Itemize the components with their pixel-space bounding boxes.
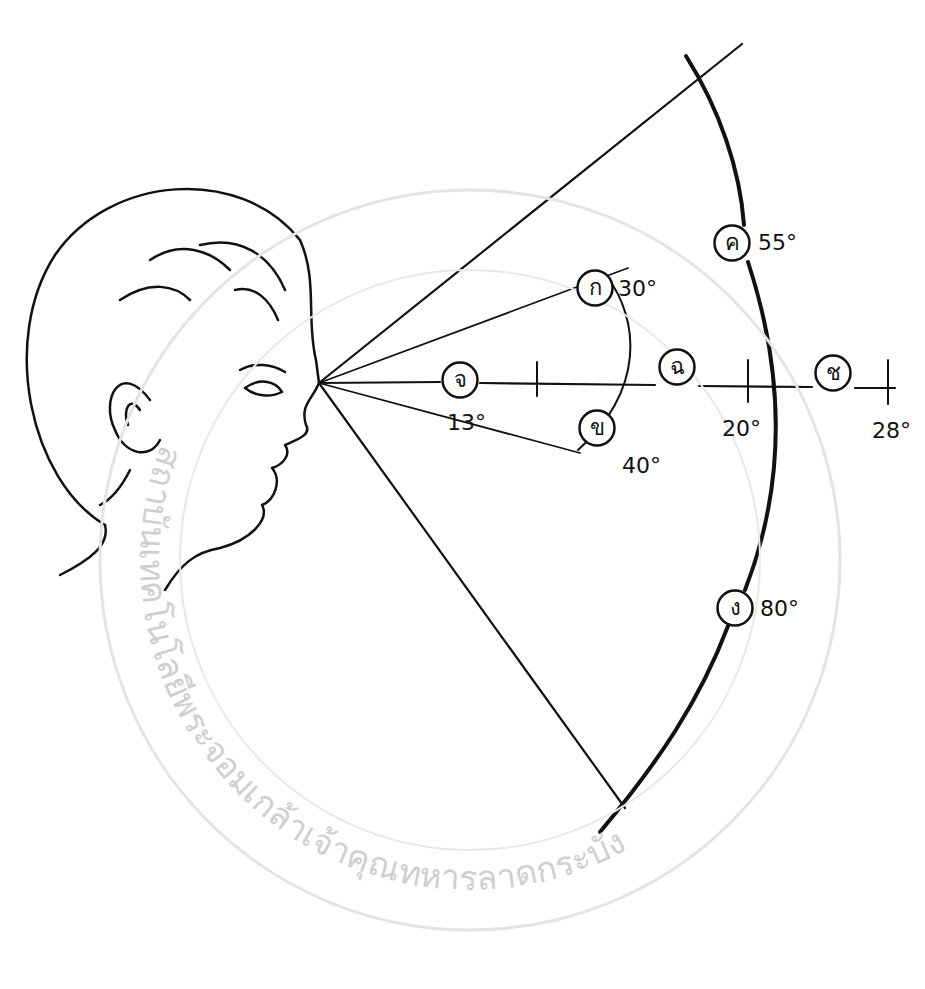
circled-letter: ก: [576, 269, 614, 307]
angle-label: 55°: [758, 232, 797, 254]
angle-label: 28°: [872, 420, 911, 442]
letter: ก: [589, 277, 602, 299]
angle-label: 80°: [760, 598, 799, 620]
letter: จ: [454, 369, 467, 391]
circled-letter: ง: [716, 589, 754, 627]
angle-label: 13°: [447, 412, 486, 434]
circled-letter: จ: [441, 361, 479, 399]
angle-label: 30°: [618, 278, 657, 300]
letter: ค: [725, 232, 740, 254]
watermark-text: สถาบันเทคโนโลยีพระจอมเกล้าเจ้าคุณทหารลาด…: [132, 442, 632, 898]
letter: ง: [730, 597, 741, 619]
letter: ฉ: [670, 356, 685, 378]
angle-label: 40°: [622, 455, 661, 477]
letter: ช: [826, 362, 841, 384]
svg-text:สถาบันเทคโนโลยีพระจอมเกล้าเจ้า: สถาบันเทคโนโลยีพระจอมเกล้าเจ้าคุณทหารลาด…: [132, 442, 632, 898]
letter: ข: [590, 417, 605, 439]
angle-label: 20°: [722, 418, 761, 440]
circled-letter: ข: [578, 409, 616, 447]
circled-letter: ค: [713, 224, 751, 262]
circled-letter: ฉ: [658, 348, 696, 386]
circled-letter: ช: [814, 354, 852, 392]
